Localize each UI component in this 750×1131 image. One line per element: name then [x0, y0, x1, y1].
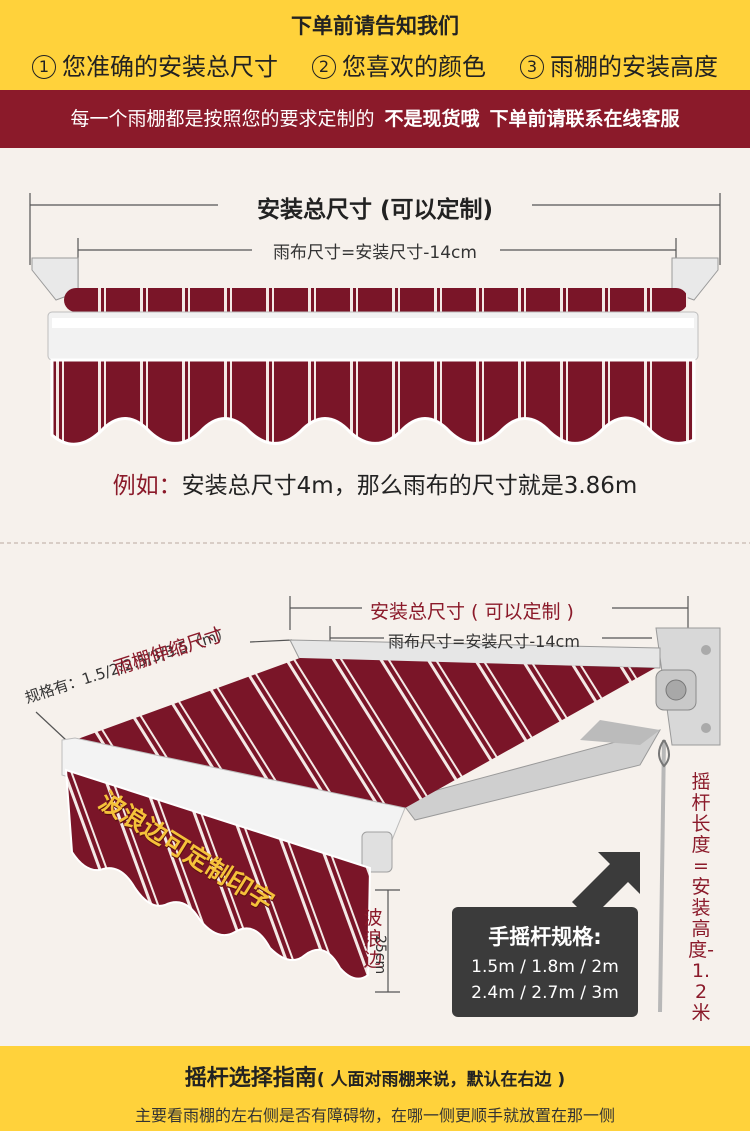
notice-text: 每一个雨棚都是按照您的要求定制的: [70, 108, 375, 130]
section2-install-size: 安装总尺寸 ( 可以定制 ): [370, 601, 574, 623]
wave-edge-label: 波浪边: [363, 907, 383, 971]
example-text: 安装总尺寸4m，那么雨布的尺寸就是3.86m: [181, 473, 638, 499]
size-example: 例如：安装总尺寸4m，那么雨布的尺寸就是3.86m: [0, 466, 750, 500]
section1-title: 安装总尺寸 (可以定制): [0, 190, 750, 224]
requirement-number: 1: [32, 55, 56, 79]
crank-length-formula: 摇杆长度=安装高度-1.2米: [688, 771, 714, 1024]
install-size-dimension-2: [35, 596, 689, 993]
section2-fabric-size: 雨布尺寸=安装尺寸-14cm: [388, 632, 580, 651]
section1-fabric-text: 雨布尺寸=安装尺寸-14cm: [265, 243, 485, 263]
footer-title-text: 摇杆选择指南: [184, 1066, 317, 1091]
example-label: 例如：: [112, 473, 182, 499]
custom-notice-bar: 每一个雨棚都是按照您的要求定制的不是现货哦下单前请联系在线客服: [0, 90, 750, 148]
notice-bold-2: 下单前请联系在线客服: [489, 108, 680, 130]
requirement-color-label: 您喜欢的颜色: [342, 53, 486, 81]
notice-bold-1: 不是现货哦: [384, 108, 480, 130]
wave-height: 25cm: [372, 935, 388, 975]
crank-spec-line-2: 2.4m / 2.7m / 3m: [471, 983, 619, 1003]
footer-subtitle: 主要看雨棚的左右侧是否有障碍物，在哪一侧更顺手就放置在那一侧: [134, 1106, 615, 1125]
awning-perspective: [61, 627, 721, 1013]
requirement-number: 2: [312, 55, 336, 79]
awning-front-view: [31, 257, 719, 446]
footer-note: ( 人面对雨棚来说，默认在右边 ): [316, 1070, 566, 1090]
crank-spec-title: 手摇杆规格:: [488, 925, 602, 949]
crank-spec-box: 手摇杆规格: 1.5m / 1.8m / 2m 2.4m / 2.7m / 3m: [452, 907, 638, 1017]
requirement-height-label: 雨棚的安装高度: [550, 53, 718, 81]
header-title: 下单前请告知我们: [291, 14, 459, 38]
install-size-dimension: [29, 193, 721, 265]
requirement-number: 3: [520, 55, 544, 79]
requirement-size-label: 您准确的安装总尺寸: [62, 53, 278, 81]
section1-fabric-size: 雨布尺寸=安装尺寸-14cm: [0, 238, 750, 263]
section1-title-text: 安装总尺寸 (可以定制): [242, 197, 508, 223]
crank-spec-line-1: 1.5m / 1.8m / 2m: [471, 957, 619, 977]
footer-banner: 摇杆选择指南( 人面对雨棚来说，默认在右边 ) 主要看雨棚的左右侧是否有障碍物，…: [0, 1046, 750, 1131]
footer-title: 摇杆选择指南( 人面对雨棚来说，默认在右边 ): [0, 1060, 750, 1092]
